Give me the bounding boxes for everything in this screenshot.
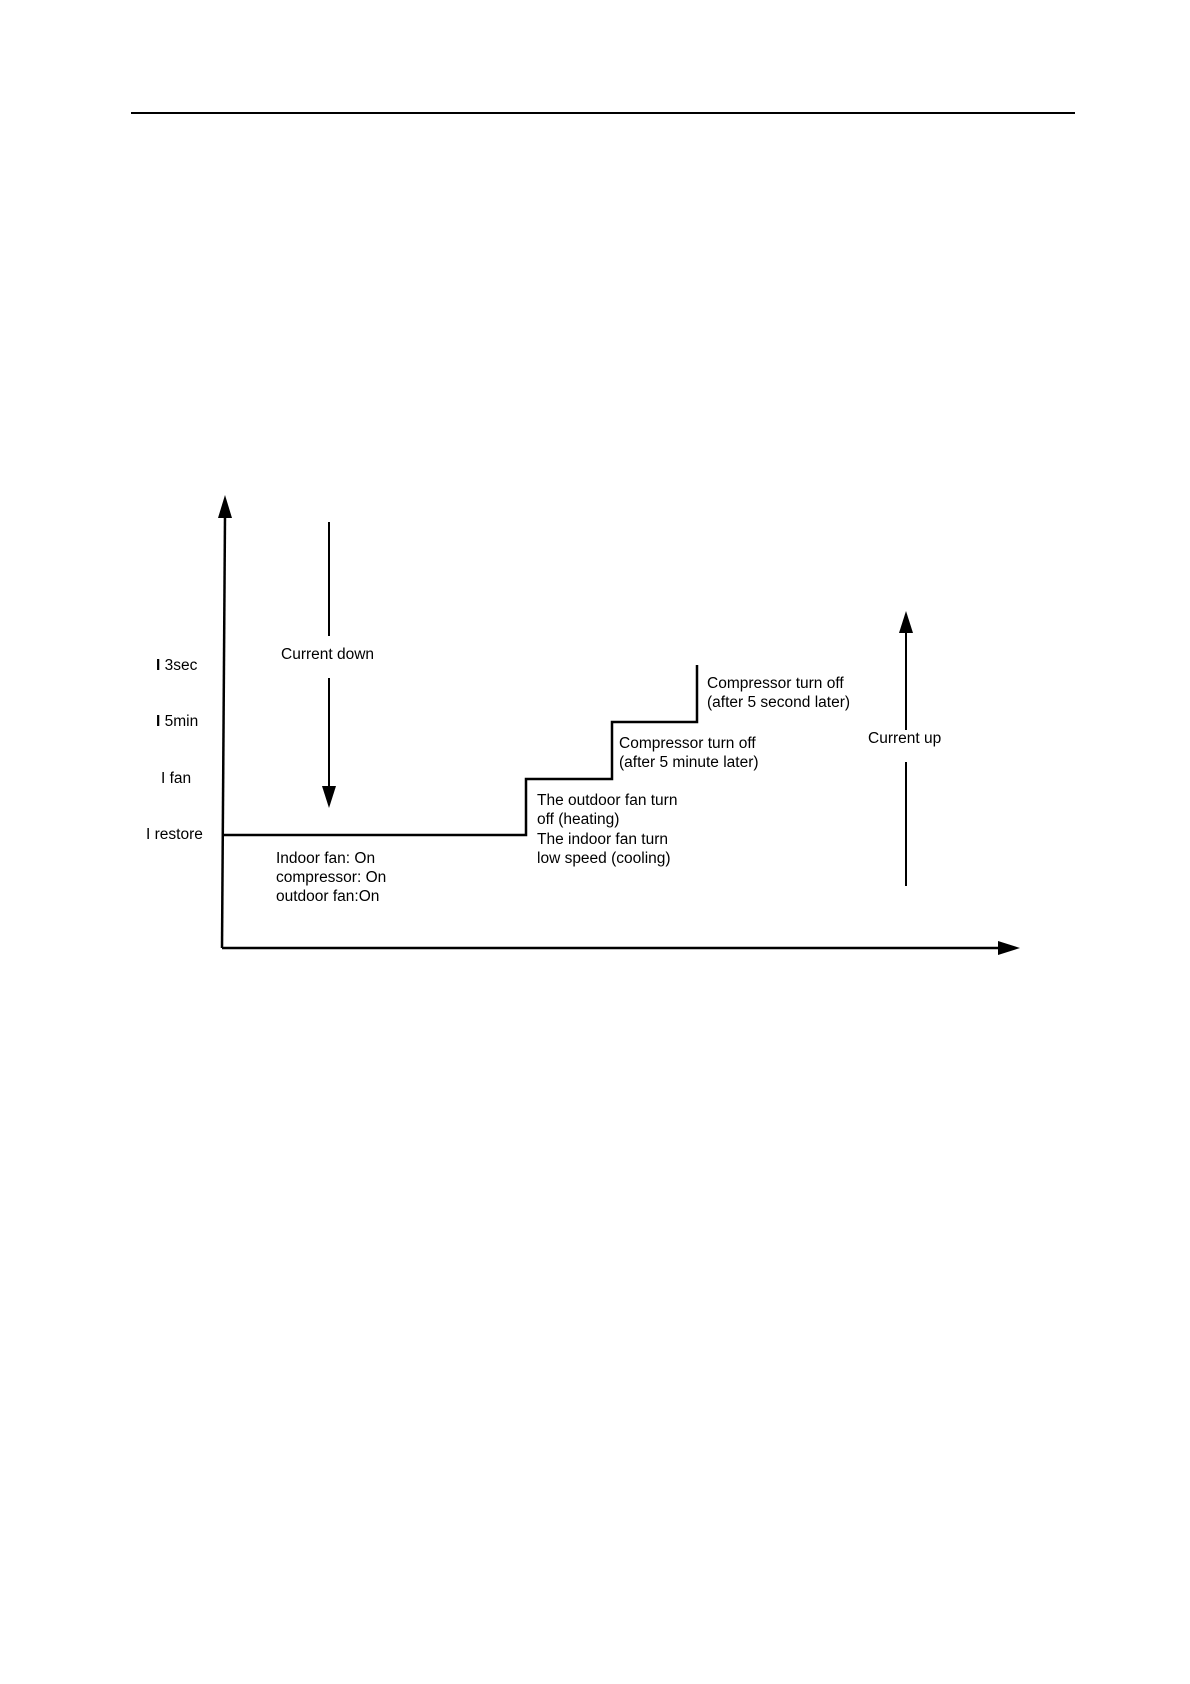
note-5min-line-2: (after 5 minute later): [619, 753, 759, 772]
note-3sec-line-1: Compressor turn off: [707, 674, 844, 693]
level-label-fan: I fan: [161, 769, 191, 788]
level-label-3sec: I 3sec: [156, 656, 197, 675]
level-label-5min: I 5min: [156, 712, 198, 731]
note-fan-line-1: The outdoor fan turn: [537, 791, 677, 810]
current-up-arrowhead: [899, 611, 913, 633]
level-prefix: I: [161, 770, 165, 787]
note-fan-line-3: The indoor fan turn: [537, 830, 668, 849]
level-label-restore: I restore: [146, 825, 203, 844]
x-axis-arrowhead: [998, 941, 1020, 955]
note-restore-line-2: compressor: On: [276, 868, 386, 887]
note-restore-line-1: Indoor fan: On: [276, 849, 375, 868]
note-3sec-line-2: (after 5 second later): [707, 693, 850, 712]
y-axis: [222, 515, 225, 948]
note-5min-line-1: Compressor turn off: [619, 734, 756, 753]
level-prefix: I: [156, 657, 160, 674]
current-down-label: Current down: [281, 645, 374, 664]
level-prefix: I: [146, 826, 150, 843]
current-down-arrowhead: [322, 786, 336, 808]
note-fan-line-4: low speed (cooling): [537, 849, 671, 868]
note-restore-line-3: outdoor fan:On: [276, 887, 379, 906]
current-up-label: Current up: [868, 729, 941, 748]
y-axis-arrowhead: [218, 495, 232, 518]
level-prefix: I: [156, 713, 160, 730]
note-fan-line-2: off (heating): [537, 810, 619, 829]
